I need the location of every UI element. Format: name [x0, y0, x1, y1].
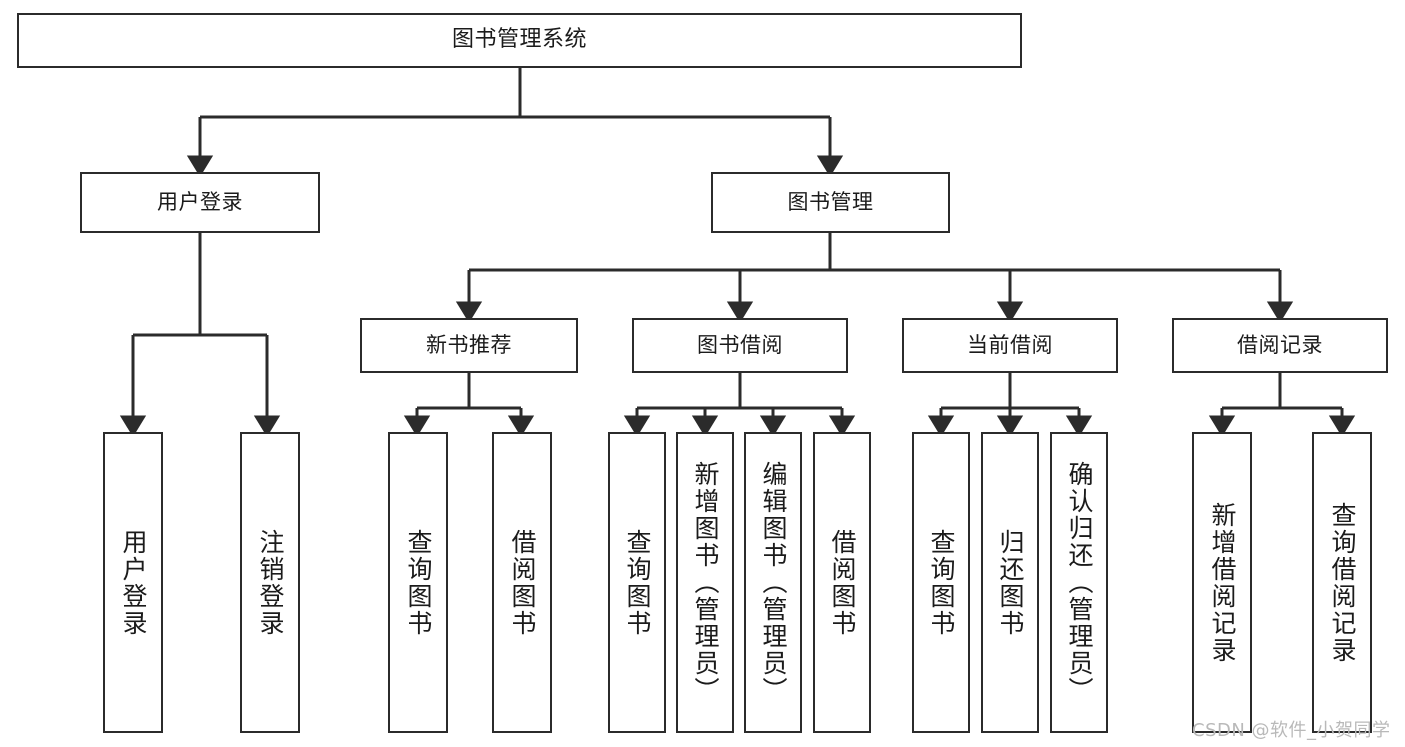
leaf-borrow-add-book-admin[interactable]: 新增图书（管理员）	[676, 432, 734, 733]
node-label: 借阅记录	[1237, 332, 1323, 357]
node-borrow-record[interactable]: 借阅记录	[1172, 318, 1388, 373]
node-label: 当前借阅	[967, 332, 1053, 357]
leaf-current-query-book[interactable]: 查询图书	[912, 432, 970, 733]
node-book-management[interactable]: 图书管理	[711, 172, 950, 233]
node-label: 查询图书	[404, 528, 433, 637]
node-label: 图书管理	[787, 189, 874, 214]
watermark-text: CSDN @软件_小贺同学	[1192, 720, 1391, 741]
leaf-current-confirm-return-admin[interactable]: 确认归还（管理员）	[1050, 432, 1108, 733]
leaf-recommend-borrow-book[interactable]: 借阅图书	[492, 432, 552, 733]
leaf-borrow-edit-book-admin[interactable]: 编辑图书（管理员）	[744, 432, 802, 733]
node-label: 新书推荐	[426, 332, 512, 357]
leaf-borrow-borrow-book[interactable]: 借阅图书	[813, 432, 871, 733]
leaf-recommend-query-book[interactable]: 查询图书	[388, 432, 448, 733]
node-label: 用户登录	[157, 189, 243, 214]
node-label: 查询图书	[927, 528, 956, 637]
node-root-system[interactable]: 图书管理系统	[17, 13, 1022, 68]
leaf-user-login[interactable]: 用户登录	[103, 432, 163, 733]
node-label: 新增图书（管理员）	[691, 461, 720, 704]
node-label: 用户登录	[119, 528, 148, 637]
node-label: 归还图书	[996, 528, 1025, 637]
leaf-record-query-record[interactable]: 查询借阅记录	[1312, 432, 1372, 733]
leaf-user-logout[interactable]: 注销登录	[240, 432, 300, 733]
leaf-current-return-book[interactable]: 归还图书	[981, 432, 1039, 733]
node-label: 借阅图书	[508, 528, 537, 637]
node-label: 新增借阅记录	[1208, 501, 1237, 664]
node-label: 确认归还（管理员）	[1065, 461, 1094, 704]
node-user-login[interactable]: 用户登录	[80, 172, 320, 233]
node-label: 图书管理系统	[451, 27, 587, 53]
node-book-borrow[interactable]: 图书借阅	[632, 318, 848, 373]
node-current-borrow[interactable]: 当前借阅	[902, 318, 1118, 373]
node-label: 查询借阅记录	[1328, 501, 1357, 664]
node-label: 编辑图书（管理员）	[759, 461, 788, 704]
node-label: 借阅图书	[828, 528, 857, 637]
leaf-borrow-query-book[interactable]: 查询图书	[608, 432, 666, 733]
leaf-record-add-record[interactable]: 新增借阅记录	[1192, 432, 1252, 733]
node-new-book-recommend[interactable]: 新书推荐	[360, 318, 578, 373]
node-label: 图书借阅	[697, 332, 783, 357]
node-label: 查询图书	[623, 528, 652, 637]
node-label: 注销登录	[256, 528, 285, 637]
